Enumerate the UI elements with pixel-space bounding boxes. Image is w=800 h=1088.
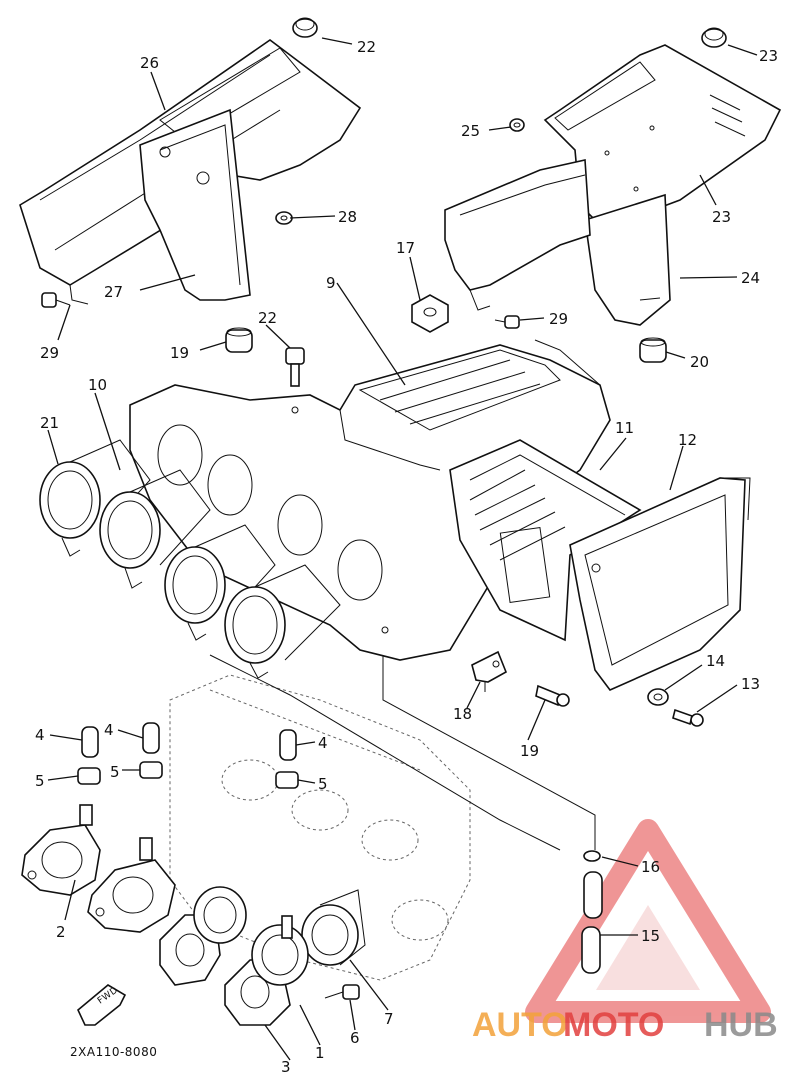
filter-cap-11	[569, 477, 751, 691]
callout-15: 16	[641, 858, 660, 876]
bracket-17	[471, 650, 508, 692]
caps-4	[81, 722, 297, 761]
callout-19-left: 19	[170, 344, 189, 362]
bracket-27	[139, 108, 251, 301]
intake-duct-right	[444, 159, 591, 311]
joint-9a	[99, 469, 211, 589]
watermark-text: AUTO MOTO HUB	[472, 1006, 778, 1044]
filter-element-10	[449, 439, 642, 642]
joint-9b	[164, 524, 276, 641]
callout-29-right: 29	[549, 310, 568, 328]
clamps-5	[77, 761, 299, 789]
damper-19-left	[225, 327, 253, 353]
screw-12	[672, 708, 704, 727]
carb-joint-2a	[21, 804, 101, 896]
grommet-22-right	[701, 27, 727, 48]
callout-22-left: 22	[357, 38, 376, 56]
hoses-14-15	[581, 850, 603, 974]
callout-4b: 4	[104, 721, 114, 739]
callout-5a: 5	[35, 772, 45, 790]
leader-lines	[47, 37, 758, 1061]
nut-16	[411, 294, 449, 333]
callout-5b: 5	[110, 763, 120, 781]
diagram-code: 2XA110-8080	[70, 1045, 157, 1059]
joint-20	[39, 439, 151, 557]
callout-10: 11	[615, 419, 634, 437]
callout-14: 15	[641, 927, 660, 945]
callout-25: 25	[461, 122, 480, 140]
fwd-arrow: FWD	[77, 984, 127, 1026]
washer-13	[647, 688, 669, 706]
damper-19-right	[639, 337, 667, 363]
callout-27: 27	[104, 283, 123, 301]
callout-7: 7	[384, 1010, 394, 1028]
washer-25	[509, 118, 525, 132]
callout-labels: 22 26 28 27 29 19 22 23 25 23 24 17 29 2…	[35, 38, 778, 1076]
callout-8: 9	[326, 274, 336, 292]
joint-9c	[224, 564, 341, 679]
watermark-auto: AUTO	[472, 1006, 568, 1044]
callout-4a: 4	[35, 726, 45, 744]
callout-19-right: 20	[690, 353, 709, 371]
screw-18	[535, 684, 570, 707]
carb-holder-7	[301, 889, 366, 966]
washer-28	[275, 211, 293, 225]
callout-5c: 5	[318, 775, 328, 793]
carb-joint-3	[159, 886, 309, 1026]
guide-lines	[209, 654, 596, 851]
callout-2: 2	[56, 923, 66, 941]
callout-17: 18	[453, 705, 472, 723]
callout-28: 28	[338, 208, 357, 226]
callout-16: 17	[396, 239, 415, 257]
bolt-6	[324, 984, 360, 1000]
bolt-29-left	[41, 292, 71, 308]
watermark-logo	[525, 819, 771, 1023]
right-cover-lower-24	[584, 193, 671, 326]
bolt-29-right	[494, 315, 520, 329]
callout-22-right: 23	[759, 47, 778, 65]
watermark-hub: HUB	[704, 1006, 778, 1044]
callout-26: 26	[140, 54, 159, 72]
callout-29-left: 29	[40, 344, 59, 362]
callout-4c: 4	[318, 734, 328, 752]
grommet-22-left	[292, 17, 318, 38]
right-side-cover-23	[543, 44, 782, 226]
callout-9: 10	[88, 376, 107, 394]
callout-11: 12	[678, 431, 697, 449]
callout-13: 14	[706, 652, 725, 670]
callout-3: 3	[281, 1058, 291, 1076]
callout-18: 19	[520, 742, 539, 760]
callout-20: 21	[40, 414, 59, 432]
callout-1: 1	[315, 1044, 325, 1062]
callout-23: 23	[712, 208, 731, 226]
callout-21: 22	[258, 309, 277, 327]
callout-12: 13	[741, 675, 760, 693]
callout-24: 24	[741, 269, 760, 287]
watermark-moto: MOTO	[563, 1006, 664, 1044]
carb-joint-2b	[87, 837, 176, 933]
callout-6: 6	[350, 1029, 360, 1047]
